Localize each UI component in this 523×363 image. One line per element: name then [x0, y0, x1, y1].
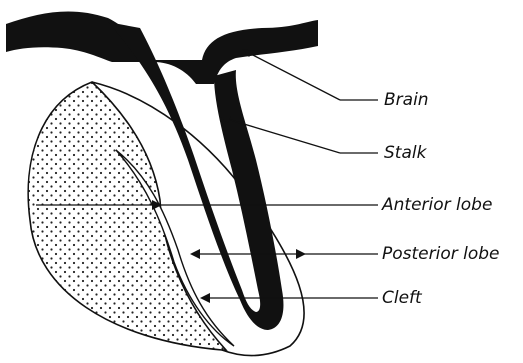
- stalk-label: Stalk: [384, 145, 426, 162]
- brain-shape: [6, 11, 318, 84]
- posterior-lobe-label: Posterior lobe: [382, 246, 500, 263]
- anterior-lobe-label: Anterior lobe: [382, 197, 492, 214]
- anterior-lobe-shape: [28, 82, 226, 350]
- posterior-lobe-arrowhead-left: [190, 249, 200, 259]
- cleft-label: Cleft: [382, 290, 422, 307]
- posterior-lobe-arrowhead-right: [296, 249, 306, 259]
- brain-label: Brain: [384, 92, 429, 109]
- brain-leader-line: [247, 52, 340, 100]
- cleft-arrowhead: [200, 293, 210, 303]
